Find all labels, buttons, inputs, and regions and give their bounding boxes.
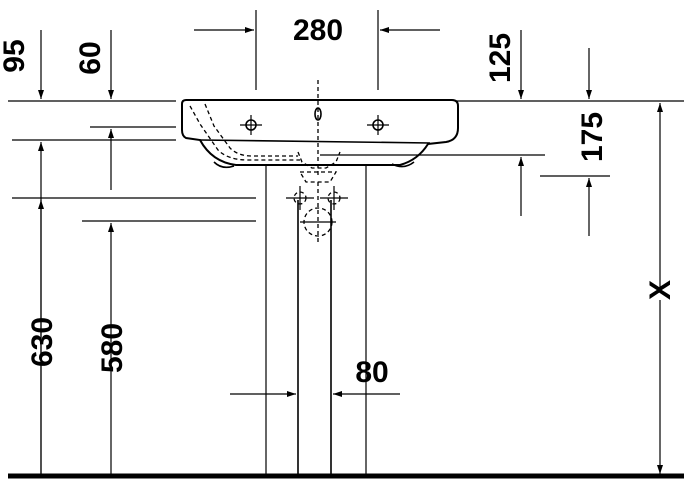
dim-95-label: 95 (0, 39, 31, 72)
dim-630: 630 (26, 200, 59, 476)
dim-60-label: 60 (74, 41, 107, 74)
dim-x-label: X (644, 280, 677, 300)
pedestal (265, 165, 367, 476)
dim-280: 280 (194, 14, 440, 47)
dim-280-label: 280 (293, 14, 343, 47)
basin (181, 80, 459, 175)
mounting-hole-left-icon (240, 115, 262, 135)
dim-x: X (644, 103, 677, 474)
dim-95: 95 (0, 30, 44, 476)
water-connection-right-icon (320, 186, 348, 210)
dim-630-label: 630 (26, 317, 59, 367)
dim-580-label: 580 (96, 323, 129, 373)
waste-outlet-icon (300, 207, 336, 237)
dim-175-label: 175 (576, 112, 609, 162)
siphon-fittings (286, 171, 348, 245)
dim-125-label: 125 (484, 33, 517, 83)
mounting-hole-right-icon (367, 115, 389, 135)
dim-580: 580 (96, 223, 129, 476)
tap-hole-icon (314, 107, 322, 121)
extension-lines (8, 10, 684, 222)
dim-80-label: 80 (355, 356, 388, 389)
dim-175: 175 (576, 48, 609, 236)
water-connection-left-icon (286, 186, 314, 210)
dim-60: 60 (74, 30, 114, 190)
dim-125: 125 (484, 30, 524, 216)
dim-80: 80 (230, 356, 400, 397)
